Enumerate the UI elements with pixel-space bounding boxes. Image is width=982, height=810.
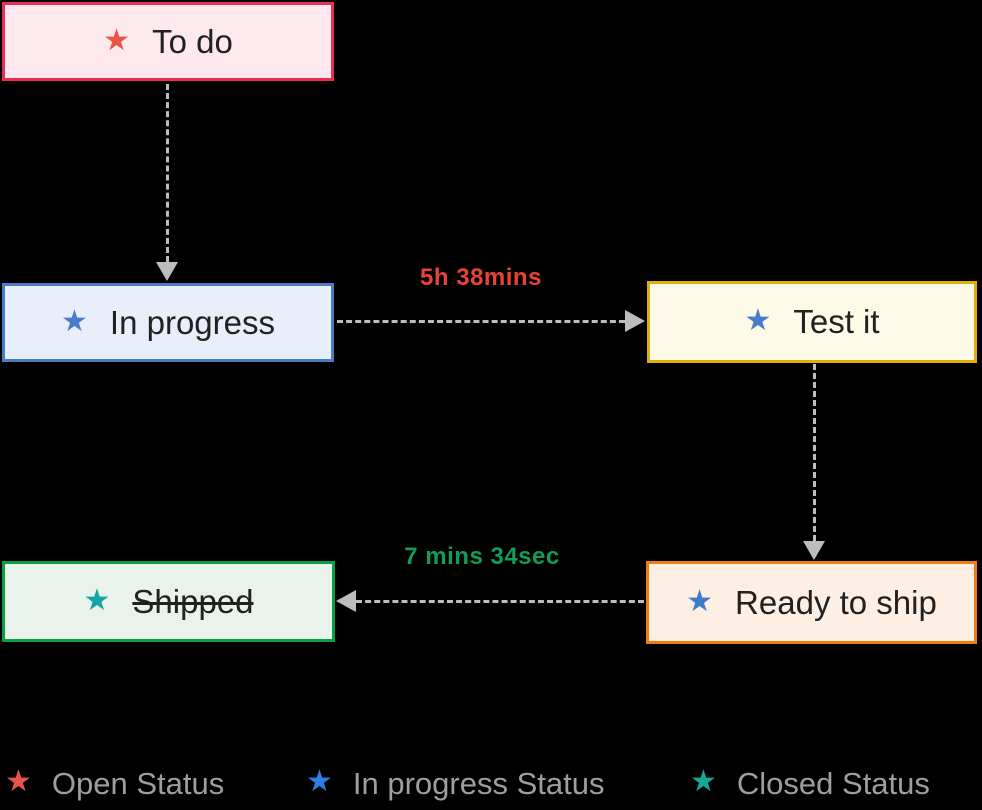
node-test-it: ★ Test it	[647, 281, 977, 363]
connector-testit-to-readytoship	[813, 364, 816, 541]
node-label: In progress	[109, 303, 275, 341]
arrowhead-down-icon	[803, 541, 825, 560]
legend-item-in-progress-status: ★ In progress Status	[306, 766, 604, 802]
open-status-star-icon: ★	[103, 23, 131, 57]
legend-item-open-status: ★ Open Status	[5, 766, 224, 802]
closed-status-star-icon: ★	[690, 765, 717, 798]
node-label: Test it	[793, 303, 880, 340]
legend-label: Closed Status	[736, 766, 930, 801]
legend-item-closed-status: ★ Closed Status	[690, 766, 930, 802]
in-progress-status-star-icon: ★	[744, 304, 772, 337]
node-shipped: ★ Shipped	[2, 561, 335, 642]
arrowhead-left-icon	[336, 590, 356, 612]
legend-label: In progress Status	[352, 766, 605, 801]
connector-readytoship-to-shipped	[356, 600, 644, 603]
duration-label-inprogress-to-testit: 5h 38mins	[420, 264, 542, 291]
in-progress-status-star-icon: ★	[306, 765, 333, 798]
in-progress-status-star-icon: ★	[61, 304, 88, 338]
node-ready-to-ship: ★ Ready to ship	[646, 561, 977, 644]
duration-label-readytoship-to-shipped: 7 mins 34sec	[404, 543, 560, 570]
arrowhead-down-icon	[156, 262, 178, 281]
node-label: To do	[152, 22, 233, 60]
node-in-progress: ★ In progress	[2, 283, 334, 362]
connector-inprogress-to-testit	[337, 320, 625, 323]
arrowhead-right-icon	[625, 310, 645, 332]
closed-status-star-icon: ★	[83, 583, 111, 617]
node-to-do: ★ To do	[2, 2, 334, 81]
node-label: Shipped	[132, 582, 254, 620]
node-label: Ready to ship	[735, 583, 937, 621]
legend-label: Open Status	[51, 766, 225, 801]
open-status-star-icon: ★	[5, 765, 32, 798]
connector-todo-to-inprogress	[166, 84, 169, 262]
in-progress-status-star-icon: ★	[686, 584, 714, 618]
